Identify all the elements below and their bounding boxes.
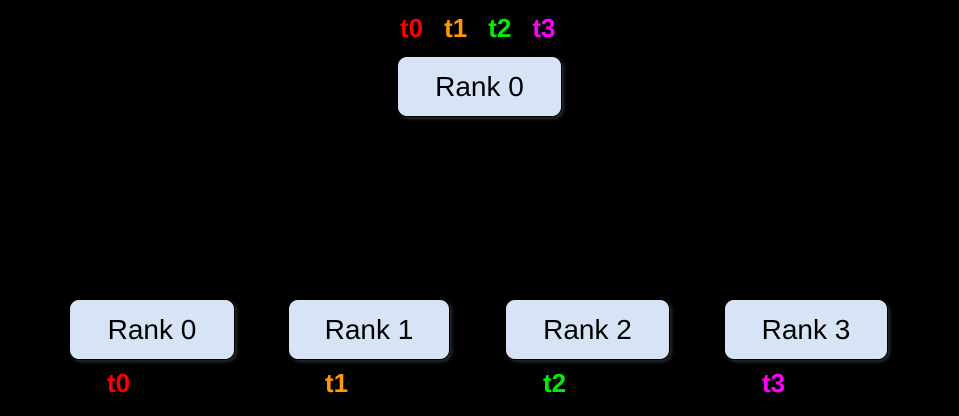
thread-label-worker-t0: t0 <box>107 368 131 398</box>
rank-node-3: Rank 3 <box>724 299 888 360</box>
thread-label-root-t1: t1 <box>444 13 468 43</box>
thread-label-root-t2: t2 <box>488 13 512 43</box>
rank-node-root: Rank 0 <box>397 56 562 117</box>
thread-label-worker-t1: t1 <box>325 368 349 398</box>
rank-node-root-label: Rank 0 <box>435 70 524 102</box>
rank-node-3-label: Rank 3 <box>761 313 851 345</box>
thread-label-root-t3: t3 <box>532 13 556 43</box>
thread-label-root-t0: t0 <box>400 13 424 43</box>
rank-node-2-label: Rank 2 <box>543 313 632 345</box>
rank-node-2: Rank 2 <box>505 299 670 360</box>
rank-node-0: Rank 0 <box>69 299 235 360</box>
rank-node-1-label: Rank 1 <box>324 313 414 345</box>
thread-label-worker-t2: t2 <box>543 368 567 398</box>
thread-label-worker-t3: t3 <box>762 368 786 398</box>
rank-node-0-label: Rank 0 <box>107 313 197 345</box>
root-thread-labels: t0 t1 t2 t3 <box>400 15 556 41</box>
rank-node-1: Rank 1 <box>288 299 450 360</box>
